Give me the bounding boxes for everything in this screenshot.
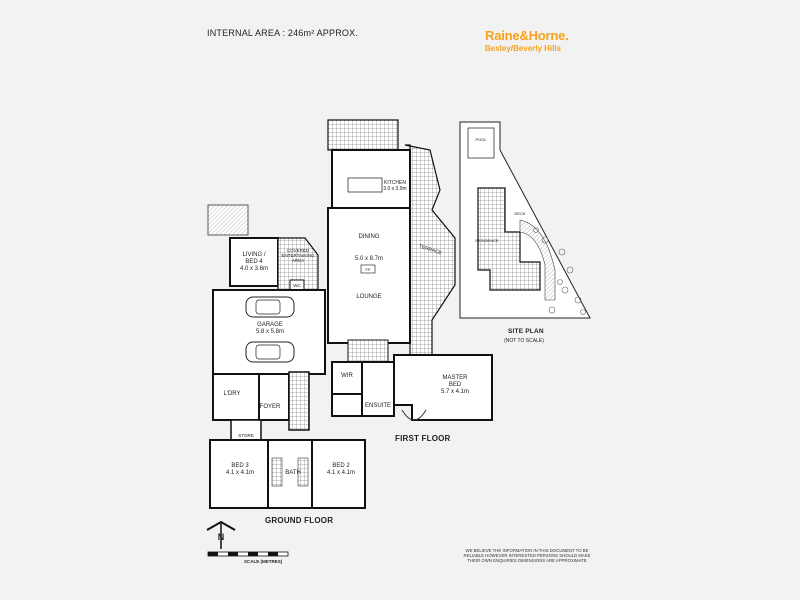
dining-label: DINING bbox=[358, 234, 380, 240]
bath-label: BATH bbox=[285, 470, 301, 476]
covered-area bbox=[277, 237, 319, 291]
stairwell bbox=[347, 339, 389, 363]
lounge-label: LOUNGE bbox=[356, 294, 382, 300]
residence-label: RESIDENCE bbox=[475, 238, 499, 243]
foyer-label: FOYER bbox=[259, 404, 281, 410]
scale-label: SCALE (METRES) bbox=[244, 559, 283, 564]
site-plan-title: SITE PLAN bbox=[508, 328, 544, 335]
north-compass bbox=[206, 520, 236, 549]
brand-office: Bexley/Beverly Hills bbox=[485, 44, 562, 53]
car-icon bbox=[245, 296, 295, 318]
wc-label: WC bbox=[293, 283, 301, 288]
scale-bar bbox=[207, 551, 289, 557]
disclaimer-text: WE BELIEVE THE INFORMATION IN THIS DOCUM… bbox=[463, 548, 591, 564]
site-deck bbox=[519, 219, 556, 301]
site-plan bbox=[459, 121, 591, 319]
foyer-room bbox=[258, 373, 290, 421]
kitchen-island bbox=[347, 177, 383, 193]
fireplace bbox=[360, 264, 376, 274]
deck-label: DECK bbox=[514, 211, 526, 216]
car-icon bbox=[245, 341, 295, 363]
bedroom-wing bbox=[209, 439, 366, 509]
internal-area-label: INTERNAL AREA : 246m² APPROX. bbox=[207, 28, 359, 38]
laundry-label: L'DRY bbox=[223, 391, 241, 397]
brand-name: Raine&Horne. bbox=[485, 28, 569, 43]
site-plan-note: (NOT TO SCALE) bbox=[504, 338, 544, 344]
stair bbox=[288, 371, 310, 431]
north-letter: N bbox=[217, 532, 225, 542]
wir-label: WIR bbox=[341, 373, 353, 379]
dining-lounge-room bbox=[327, 207, 411, 344]
dining-size: 5.0 x 8.7m bbox=[354, 256, 383, 262]
pool bbox=[467, 127, 495, 159]
ground-floor-plan bbox=[207, 204, 366, 509]
store-label: STORE bbox=[238, 433, 254, 438]
fireplace-label: FP bbox=[365, 267, 371, 272]
laundry-room bbox=[212, 373, 260, 421]
covered-area-label: COVERED ENTERTAINING AREA bbox=[281, 248, 315, 263]
pool-label: POOL bbox=[475, 137, 487, 142]
wir-room bbox=[331, 361, 363, 395]
entry-path bbox=[207, 204, 249, 236]
brand-logo: Raine&Horne. Bexley/Beverly Hills bbox=[485, 28, 569, 53]
first-floor-plan bbox=[327, 119, 493, 421]
site-residence bbox=[477, 187, 541, 291]
ground-floor-title: GROUND FLOOR bbox=[265, 516, 334, 525]
first-floor-title: FIRST FLOOR bbox=[395, 434, 451, 443]
bay-window bbox=[401, 409, 427, 421]
garden-shrubs bbox=[533, 227, 586, 315]
ensuite-label: ENSUITE bbox=[364, 403, 391, 409]
balcony bbox=[327, 119, 399, 151]
